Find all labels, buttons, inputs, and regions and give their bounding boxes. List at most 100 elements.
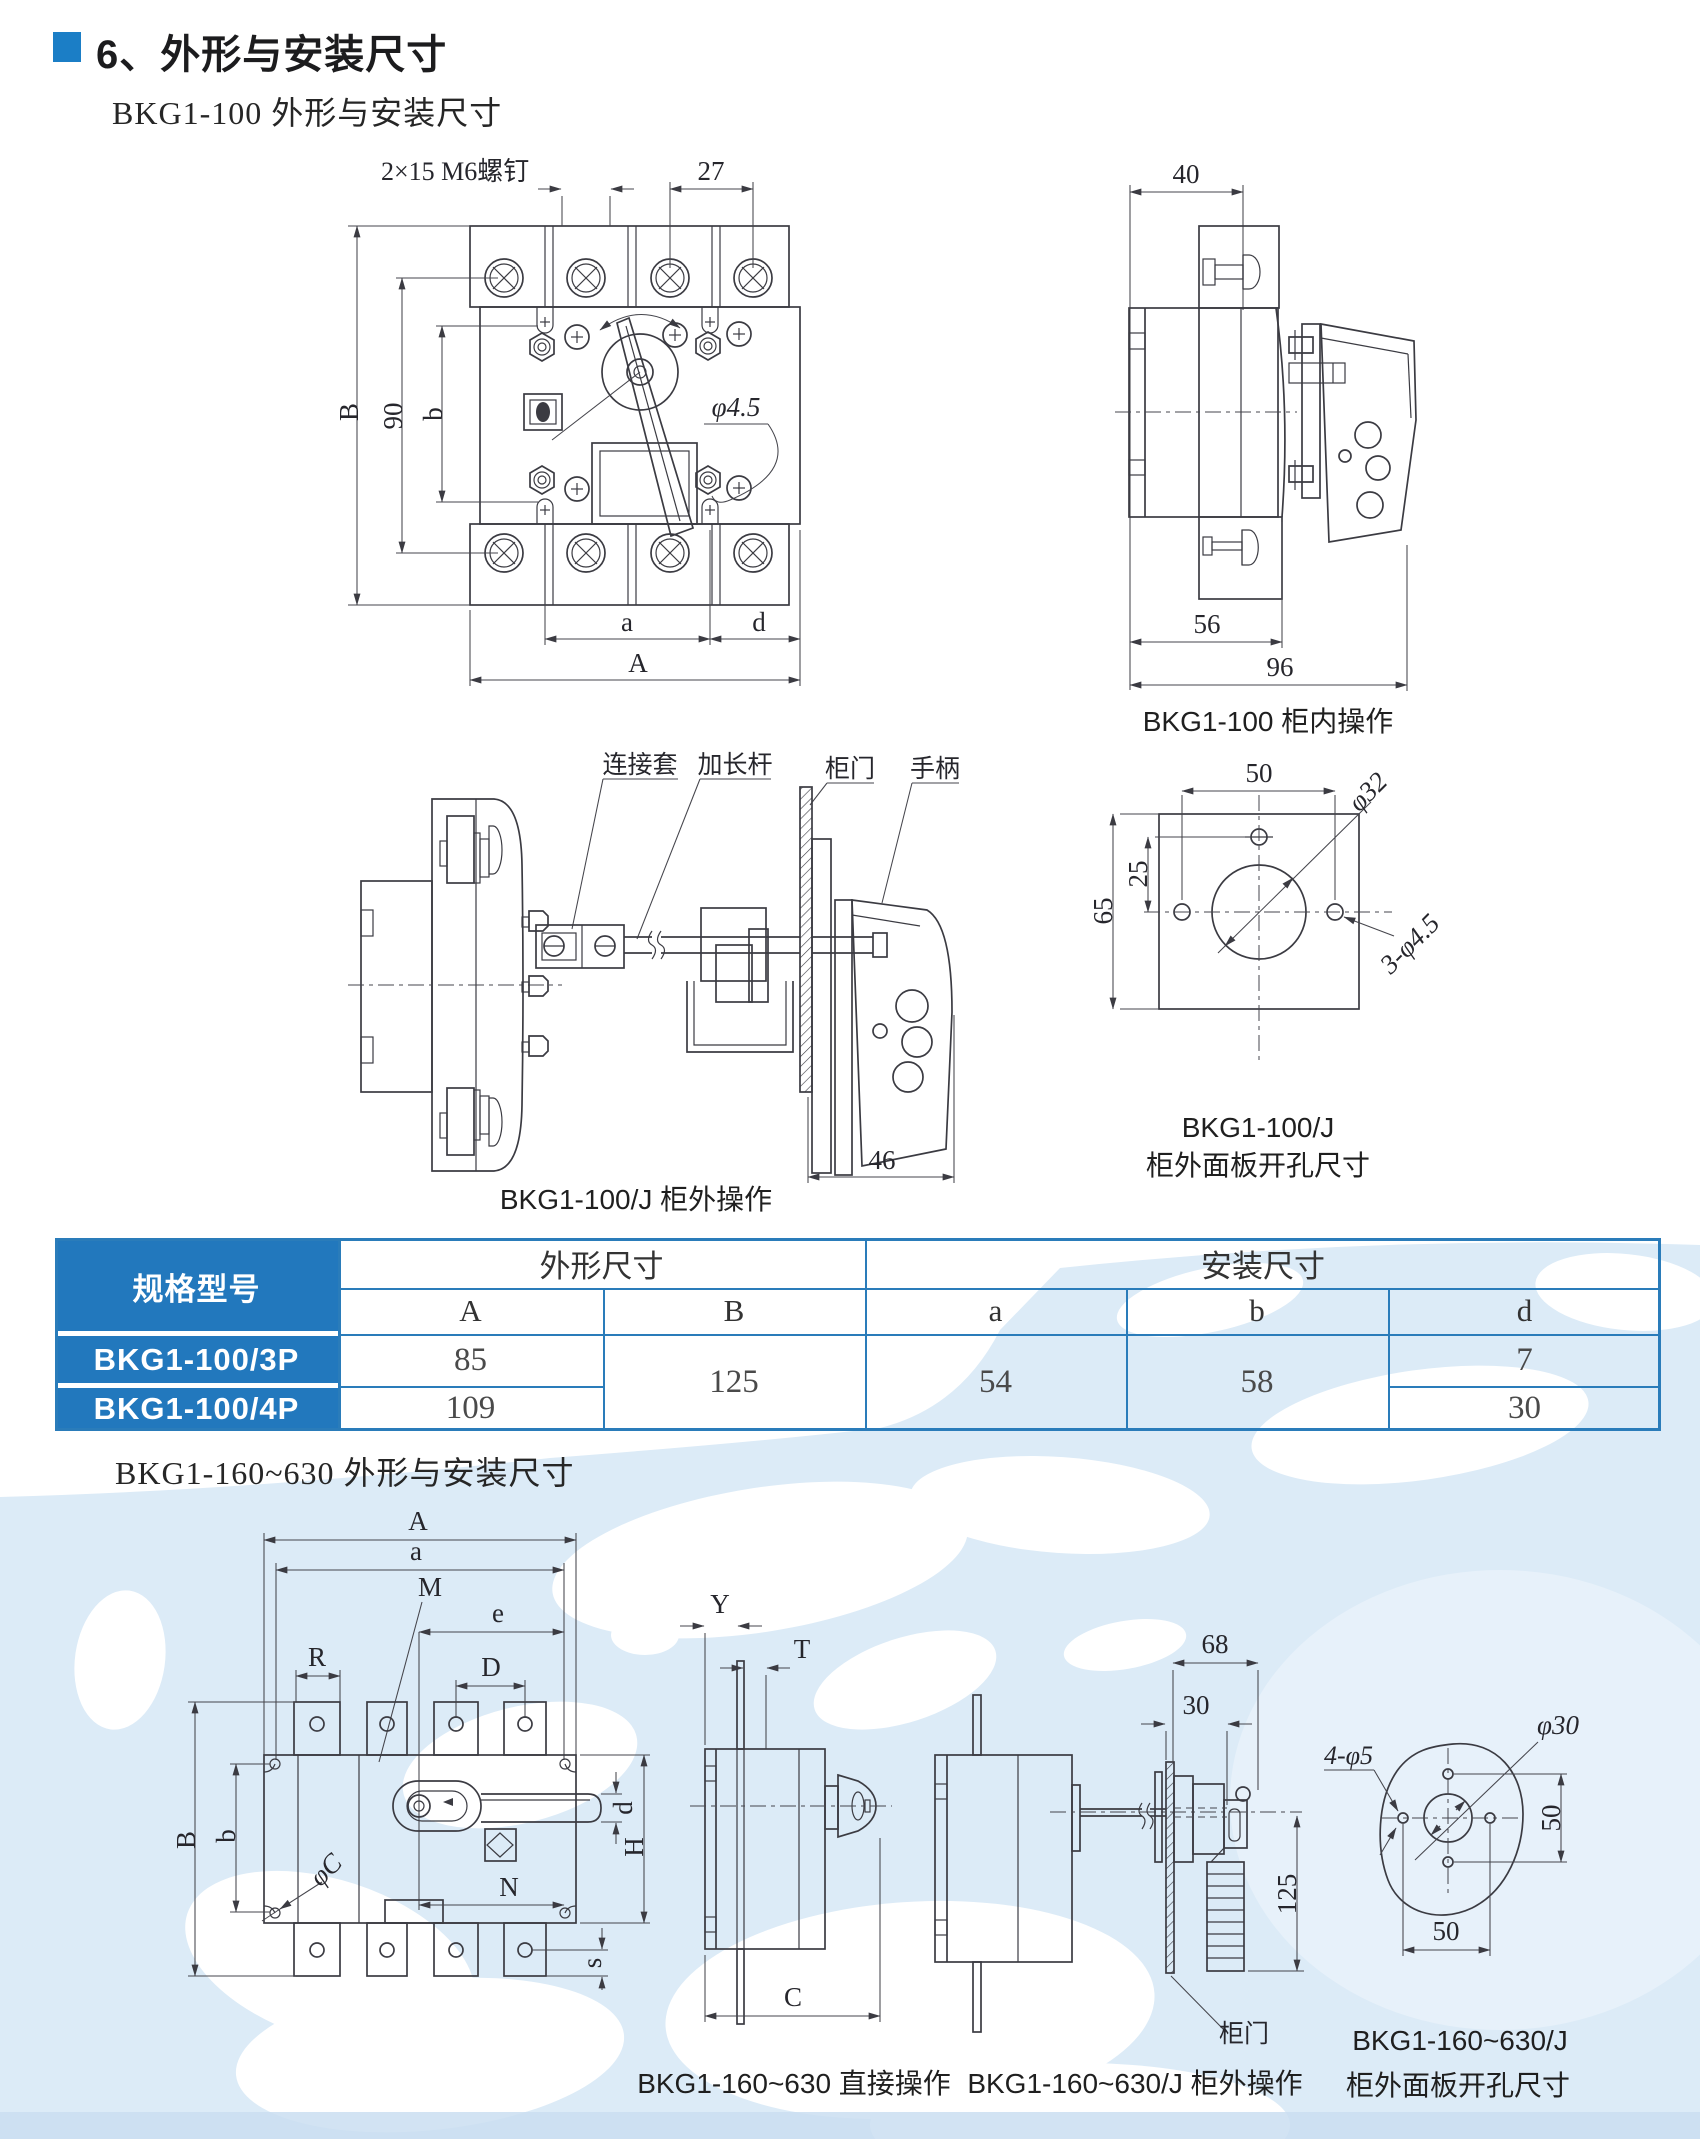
dim-d-630: d [601,1772,638,1844]
dim-a: a [275,1536,565,1760]
drawing-front-view-bkg1-100: φ4.5 B 90 b 2×15 M6螺钉 [340,156,801,686]
label-dim-B: B [171,1831,201,1849]
dim-56: 56 [1129,522,1283,648]
drawing-side-view-bkg1-100: 40 [1115,160,1417,691]
table-row-separator [55,1383,338,1388]
label-dim-96: 96 [1267,652,1294,682]
callout-phiC: φC [261,1847,349,1922]
subtitle-bkg1-160-630: BKG1-160~630 外形与安装尺寸 [115,1455,575,1491]
caption-ext100: BKG1-100/J 柜外操作 [499,1184,773,1215]
top-terminal-strip [469,225,790,308]
table-grid-line [338,1386,603,1388]
cabinet-handle [1288,322,1417,543]
label-dim-H: H [619,1837,649,1857]
dim-46: 46 [807,1015,955,1183]
table-val-d-4p: 30 [1508,1390,1541,1426]
connector-sleeve [535,924,625,969]
table-val-A-3p: 85 [454,1341,487,1378]
switch-body-extop [934,1754,1081,1963]
label-dim-a: a [410,1536,422,1566]
label-dim-Y: Y [710,1589,730,1619]
dim-D: D [455,1652,526,1718]
table-border [55,1238,1661,1431]
label-sleeve: 连接套 [602,751,677,779]
front-knob [690,1773,892,1839]
dim-90: 90 [378,277,498,554]
dim-s: s [532,1928,608,1990]
drawing-direct-operation-bkg1-160-630: Y T [680,1589,892,2025]
caption-panel100-line1: BKG1-100/J [1181,1112,1335,1143]
table-grid-line [338,1288,1661,1290]
table-row-model-3p: BKG1-100/3P [55,1334,338,1386]
dim-125: 125 [1248,1815,1304,1972]
label-dim-d: d [608,1801,638,1815]
part-labels: 连接套 加长杆 柜门 手柄 [571,751,960,940]
table-group-install: 安装尺寸 [1201,1248,1325,1284]
table-grid-line [1388,1288,1390,1431]
label-dim-N: N [499,1872,519,1902]
label-dim-s: s [577,1958,607,1969]
label-dim-30: 30 [1183,1690,1210,1720]
table-val-d-3p: 7 [1516,1341,1533,1378]
rotary-handle [551,313,695,538]
table-val-b: 58 [1240,1364,1274,1400]
callout-phi30: φ30 [1414,1710,1579,1861]
label-door-630: 柜门 [1170,1975,1269,2048]
label-dim-A: A [628,648,648,678]
label-label-door: 柜门 [1219,2020,1269,2048]
label-dim-A: A [408,1510,428,1536]
table-col-d: d [1516,1293,1533,1328]
dim-b-630: b [211,1763,270,1913]
table-col-a: a [988,1293,1003,1328]
label-dia-32: φ32 [1342,766,1393,817]
operating-shaft [736,1660,745,2025]
dim-25: 25 [1123,836,1252,913]
table-val-a: 54 [979,1364,1012,1400]
dim-A: A [263,1510,577,1755]
label-dim-b: b [418,407,448,421]
cabinet-door [799,786,832,1174]
dimension-spec-table: 规格型号 BKG1-100/3P BKG1-100/4P 外形尺寸 安装尺寸 A… [55,1238,1661,1431]
dim-50-top: 50 [1181,758,1336,900]
switch-body-ext [348,880,562,1093]
dim-N: N [418,1872,565,1909]
dim-27: 27 [669,156,754,268]
dim-a: a [544,530,711,645]
table-grid-line [1126,1288,1128,1431]
label-holes: 4-φ5 [1324,1741,1373,1770]
top-pad [1198,225,1280,309]
label-dim-65: 65 [1088,898,1118,925]
label-dim-68: 68 [1202,1629,1229,1659]
table-grid-line [603,1288,605,1431]
external-handle [812,899,953,1176]
caption-panel630-line1: BKG1-160~630/J [1352,2025,1568,2056]
dim-68: 68 [1172,1629,1259,1790]
plate-bolts [521,910,549,1057]
label-dim-56: 56 [1194,609,1221,639]
dim-e: e [418,1598,565,1910]
dim-T: T [720,1634,811,1749]
dim-96: 96 [1129,545,1408,691]
bottom-pad [1198,516,1283,600]
drawing-external-operation-bkg1-160-630j: 68 30 125 柜门 [934,1629,1304,2048]
label-dim-b: b [211,1829,241,1843]
caption-side100: BKG1-100 柜内操作 [1142,706,1394,737]
screw-label: 2×15 M6螺钉 [381,157,529,186]
table-group-outline: 外形尺寸 [539,1248,664,1284]
label-holes: 3-φ4.5 [1373,908,1445,980]
panel-plate [1144,795,1392,1062]
table-col-B: B [723,1293,745,1328]
label-dim-50: 50 [1246,758,1273,788]
section-heading: 6、外形与安装尺寸 [96,33,448,77]
dim-R: R [295,1642,341,1702]
dim-b: b [418,325,538,503]
panel-blob [1379,1742,1524,1916]
operating-shaft-ext [972,1694,982,2033]
drawing-panel-cutout-bkg1-160-630j: 4-φ5 φ30 50 50 [1324,1710,1579,1956]
label-dim-D: D [481,1652,501,1682]
label-dim-50-vertical: 50 [1536,1805,1566,1832]
label-dim-a: a [621,607,633,637]
table-val-A-4p: 109 [445,1390,496,1426]
